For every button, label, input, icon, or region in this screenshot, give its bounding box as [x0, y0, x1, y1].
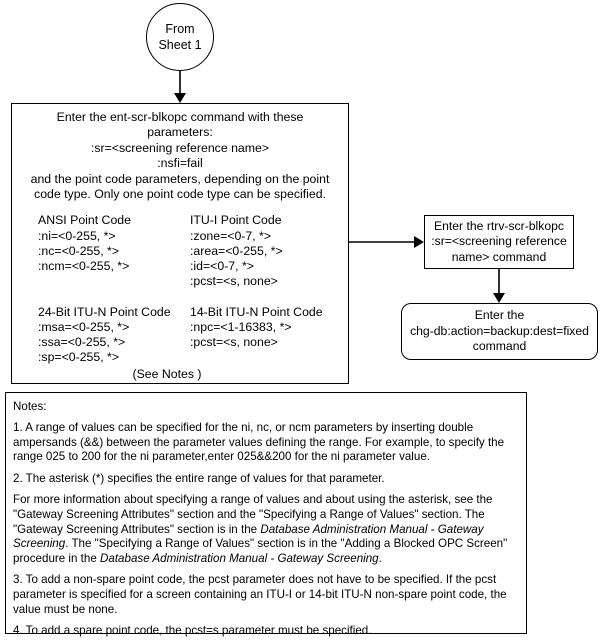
- ansi-param-0: :ni=<0-255, *>: [38, 228, 116, 243]
- itun14-point-code-group: 14-Bit ITU-N Point Code :npc=<1-16383, *…: [190, 305, 340, 366]
- itun24-param-0: :msa=<0-255, *>: [38, 319, 130, 334]
- note-manual-reference-1: Database Administration Manual - Gateway…: [13, 522, 484, 551]
- main-head-line-6: code type. Only one point code type can …: [34, 187, 326, 202]
- note-more-text-c: .: [378, 551, 382, 565]
- itui-point-code-title: ITU-I Point Code: [190, 213, 282, 228]
- itui-param-2: :id=<0-7, *>: [190, 259, 254, 274]
- itui-param-0: :zone=<0-7, *>: [190, 228, 272, 243]
- ansi-param-1: :nc=<0-255, *>: [38, 243, 120, 258]
- main-head-line-5: and the point code parameters, depending…: [30, 171, 330, 186]
- see-notes-label: (See Notes ): [132, 367, 202, 382]
- note-more-text-b: . The "Specifying a Range of Values" sec…: [13, 537, 508, 565]
- itui-param-3: :pcst=<s, none>: [190, 274, 278, 289]
- ent-scr-blkopc-process-box: Enter the ent-scr-blkopc command with th…: [11, 103, 349, 384]
- notes-title: Notes:: [13, 400, 47, 413]
- main-head-line-4: :nsfi=fail: [157, 156, 203, 171]
- chg-db-backup-terminator-box: Enter the chg-db:action=backup:dest=fixe…: [401, 303, 598, 360]
- itui-point-code-group: ITU-I Point Code :zone=<0-7, *> :area=<0…: [190, 213, 340, 289]
- note-item-4: 4. To add a spare point code, the pcst=s…: [13, 624, 372, 638]
- point-code-grid-gap: [38, 289, 348, 304]
- itun14-point-code-title: 14-Bit ITU-N Point Code: [190, 304, 323, 319]
- chgdb-box-text: Enter the chg-db:action=backup:dest=fixe…: [402, 308, 597, 354]
- itun24-param-1: :ssa=<0-255, *>: [38, 335, 126, 350]
- chgdb-line-1: Enter the: [474, 308, 525, 323]
- rtrv-box-text: Enter the rtrv-scr-blkopc :sr=<screening…: [425, 219, 573, 265]
- arrowhead-rtrv-to-chgdb: [493, 293, 505, 303]
- arrowhead-main-to-rtrv: [414, 236, 424, 248]
- main-head-line-1: Enter the ent-scr-blkopc command with th…: [56, 110, 304, 124]
- point-code-row-bottom: 24-Bit ITU-N Point Code :msa=<0-255, *> …: [38, 305, 348, 366]
- itui-param-1: :area=<0-255, *>: [190, 243, 283, 258]
- point-code-row-top: ANSI Point Code :ni=<0-255, *> :nc=<0-25…: [38, 213, 348, 289]
- ansi-point-code-title: ANSI Point Code: [38, 213, 131, 228]
- itun24-point-code-group: 24-Bit ITU-N Point Code :msa=<0-255, *> …: [38, 305, 190, 366]
- ansi-param-2: :ncm=<0-255, *>: [38, 259, 130, 274]
- chgdb-line-3: command: [472, 339, 527, 354]
- itun24-point-code-title: 24-Bit ITU-N Point Code: [38, 304, 171, 319]
- point-code-parameter-grid: ANSI Point Code :ni=<0-255, *> :nc=<0-25…: [12, 213, 348, 365]
- rtrv-line-1: Enter the rtrv-scr-blkopc: [433, 218, 565, 233]
- main-head-line-2: parameters:: [147, 125, 213, 140]
- rtrv-line-3: name> command: [451, 249, 547, 264]
- itun14-param-0: :npc=<1-16383, *>: [190, 319, 292, 334]
- rtrv-scr-blkopc-process-box: Enter the rtrv-scr-blkopc :sr=<screening…: [424, 215, 574, 269]
- main-box-heading: Enter the ent-scr-blkopc command with th…: [12, 104, 348, 202]
- rtrv-line-2: :sr=<screening reference: [431, 234, 567, 249]
- chgdb-line-2: chg-db:action=backup:dest=fixed: [410, 323, 589, 338]
- start-label-line2: Sheet 1: [158, 38, 202, 52]
- note-manual-reference-2: Database Administration Manual - Gateway…: [100, 551, 379, 565]
- main-head-line-3: :sr=<screening reference name>: [90, 140, 270, 155]
- notes-box: Notes: 1. A range of values can be speci…: [5, 392, 527, 637]
- start-label-line1: From: [165, 22, 195, 36]
- note-more-text-a: For more information about specifying a …: [13, 493, 493, 536]
- note-more-information: For more information about specifying a …: [13, 493, 519, 566]
- note-item-2: 2. The asterisk (*) specifies the entire…: [13, 471, 385, 485]
- arrowhead-start-to-main: [174, 93, 186, 103]
- ansi-point-code-group: ANSI Point Code :ni=<0-255, *> :nc=<0-25…: [38, 213, 190, 289]
- note-item-3: 3. To add a non-spare point code, the pc…: [13, 573, 507, 616]
- itun14-param-1: :pcst=<s, none>: [190, 335, 278, 350]
- note-item-1: 1. A range of values can be specified fo…: [13, 421, 505, 464]
- start-terminator: From Sheet 1: [146, 3, 214, 71]
- itun24-param-2: :sp=<0-255, *>: [38, 350, 120, 365]
- ansi-spacer: [38, 274, 190, 289]
